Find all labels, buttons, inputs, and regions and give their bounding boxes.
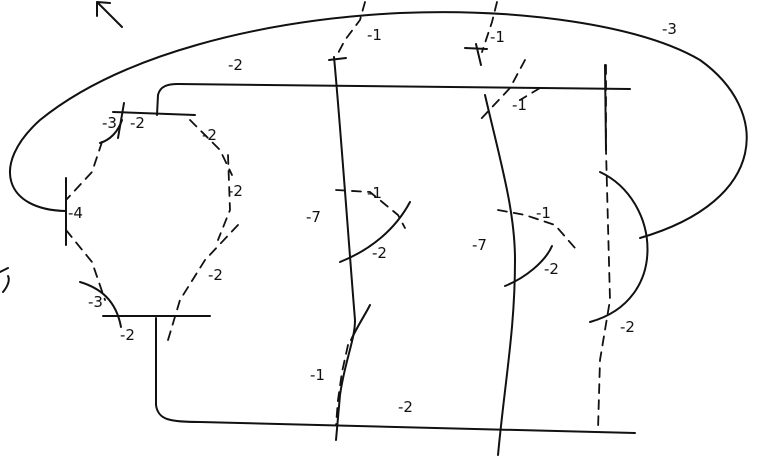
label-right-upper-m1: -1 [512,96,527,114]
label-hex-right-lower-m2: -2 [208,266,223,284]
lower-mid-solid [350,304,371,341]
far-right-cross [604,64,607,151]
label-far-right-m2: -2 [620,318,635,336]
label-top-left-m1: -1 [367,26,382,44]
edge-mark-lower [2,275,10,293]
top-bar [156,83,631,116]
label-hex-bottom-m3: -3 [88,293,103,311]
hex-dashed-right-mid [217,154,231,241]
far-right-dashed-line [597,64,611,431]
label-right-curve-m1: -1 [536,204,551,222]
label-right-vertical-m7: -7 [472,236,487,254]
edge-mark-upper [0,267,9,273]
hex-bottom-left-curve [79,281,122,328]
label-hex-right-upper-m2: -2 [202,126,217,144]
label-top-right-m1: -1 [490,28,505,46]
label-hex-top-m3: -3 [102,114,117,132]
outer-loop-curve [9,11,748,239]
label-hex-top-m2: -2 [130,114,145,132]
right-dashed-short [519,87,541,101]
lower-left-dashed [335,344,349,426]
label-mid-curve-m1: -1 [367,184,382,202]
top-right-cross [464,43,488,66]
bottom-bar [155,317,636,434]
left-vertical-line [333,56,356,441]
left-dashed-top [335,1,366,58]
label-left-curve-m2: -2 [372,244,387,262]
label-hex-left-m4: -4 [68,204,83,222]
right-dashed-upper-diag [479,59,526,121]
left-cross-dashed [335,189,406,229]
label-lower-left-m1: -1 [310,366,325,384]
label-outer-m3: -3 [662,20,677,38]
label-top-bar-m2: -2 [228,56,243,74]
hex-top-bar [112,111,196,116]
hex-dashed-left-upper [65,141,103,201]
label-hex-right-mid-m2: -2 [228,182,243,200]
left-curve [339,201,411,263]
label-right-curve-m2: -2 [544,260,559,278]
right-vertical-line [484,94,516,456]
far-right-bracket [589,171,649,323]
top-left-cross [328,57,347,61]
hex-dashed-right-lower [167,224,239,341]
right-dashed-top [481,1,498,53]
hex-dashed-left-lower [65,229,106,301]
arrow-mark [96,1,123,28]
label-left-vertical-m7: -7 [306,208,321,226]
label-bottom-bar-m2: -2 [398,398,413,416]
right-curve [504,245,553,287]
label-hex-bottom-m2: -2 [120,326,135,344]
